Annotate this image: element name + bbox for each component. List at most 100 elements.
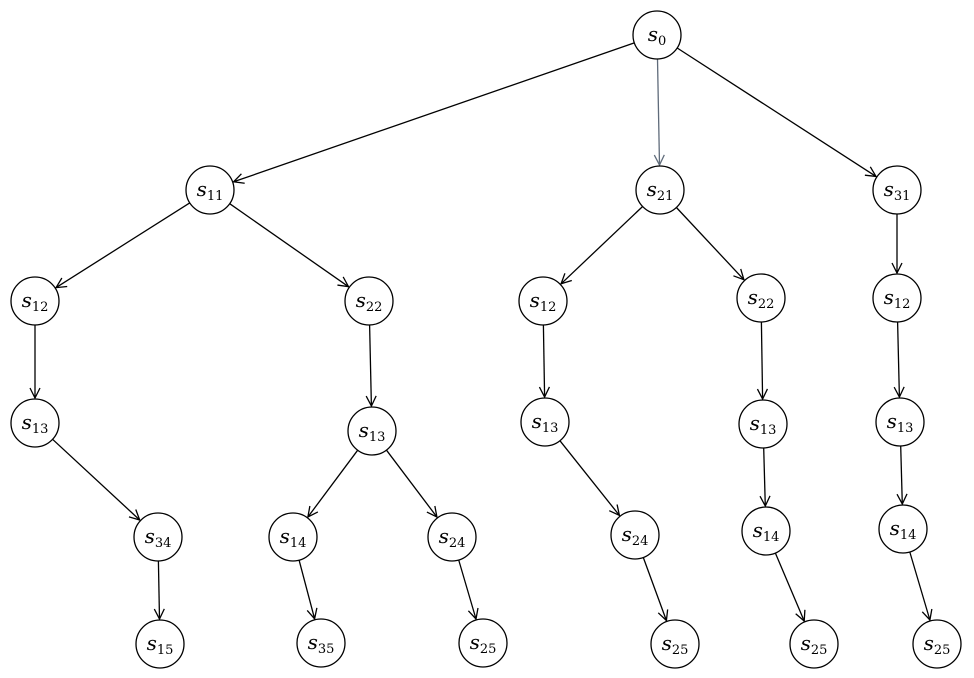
state-node: s11 [185, 165, 235, 215]
state-node-circle [872, 165, 922, 215]
state-node: s25 [912, 619, 962, 669]
state-node: s25 [650, 619, 700, 669]
state-node-label: s31 [884, 177, 911, 204]
state-node: s13 [347, 406, 397, 456]
state-node: s24 [427, 512, 477, 562]
state-node-subscript: 12 [894, 297, 911, 312]
state-node: s25 [458, 618, 508, 668]
state-node-base: s [753, 518, 763, 542]
state-node-label: s13 [750, 411, 777, 438]
state-node: s12 [872, 273, 922, 323]
state-node-base: s [890, 516, 900, 540]
state-node-label: s13 [22, 410, 49, 437]
state-node: s12 [518, 276, 568, 326]
state-node: s13 [738, 399, 788, 449]
state-node-subscript: 25 [672, 643, 689, 658]
edges-layer [35, 42, 930, 621]
state-node-label: s14 [753, 518, 780, 545]
state-node-circle [458, 618, 508, 668]
state-node-subscript: 22 [366, 300, 383, 315]
state-node-circle [872, 273, 922, 323]
state-node-label: s25 [801, 631, 828, 658]
state-node-base: s [145, 524, 155, 548]
edge-n8-n13 [898, 321, 900, 397]
edge-n17-n23 [642, 557, 666, 621]
state-node-circle [518, 276, 568, 326]
state-node-label: s25 [924, 631, 951, 658]
state-node-base: s [532, 409, 542, 433]
state-node-label: s11 [197, 177, 224, 204]
state-node: s24 [610, 510, 660, 560]
edge-n18-n24 [774, 552, 804, 621]
edge-n14-n20 [158, 560, 159, 619]
state-node: s25 [789, 619, 839, 669]
state-node-base: s [356, 288, 366, 312]
state-node-base: s [622, 522, 632, 546]
state-node-label: s13 [887, 409, 914, 436]
state-node-base: s [887, 409, 897, 433]
state-node-subscript: 24 [632, 534, 649, 549]
state-node-circle [296, 618, 346, 668]
state-node-subscript: 25 [934, 643, 951, 658]
state-node-circle [912, 619, 962, 669]
state-node-label: s12 [22, 288, 49, 315]
state-node-subscript: 0 [658, 34, 666, 49]
state-node-circle [520, 397, 570, 447]
state-node-subscript: 14 [763, 530, 780, 545]
state-node-base: s [648, 22, 658, 46]
state-node-circle [268, 512, 318, 562]
state-node: s22 [736, 273, 786, 323]
state-node-subscript: 25 [480, 642, 497, 657]
state-node-circle [427, 512, 477, 562]
state-node: s0 [632, 10, 682, 60]
state-node-base: s [801, 631, 811, 655]
edge-n2-n6 [561, 206, 644, 284]
state-node-subscript: 15 [157, 643, 174, 658]
edge-n10-n15 [308, 449, 359, 517]
state-node-circle [344, 276, 394, 326]
state-node-base: s [884, 285, 894, 309]
state-node: s22 [344, 276, 394, 326]
state-node-base: s [884, 177, 894, 201]
state-node: s12 [10, 276, 60, 326]
state-node-label: s25 [662, 631, 689, 658]
state-node: s31 [872, 165, 922, 215]
state-node-base: s [748, 285, 758, 309]
state-node-circle [610, 510, 660, 560]
state-node-label: s13 [532, 409, 559, 436]
state-node-base: s [197, 177, 207, 201]
state-node-base: s [359, 418, 369, 442]
state-node-circle [10, 398, 60, 448]
edge-n0-n2 [658, 58, 660, 165]
state-node-subscript: 13 [897, 421, 914, 436]
state-node: s21 [635, 165, 685, 215]
state-node-label: s25 [470, 630, 497, 657]
edge-n13-n19 [901, 445, 903, 504]
state-node: s14 [741, 506, 791, 556]
state-node-subscript: 34 [155, 536, 172, 551]
state-node-circle [133, 512, 183, 562]
state-node-circle [135, 619, 185, 669]
state-node-base: s [22, 410, 32, 434]
state-node-label: s22 [356, 288, 383, 315]
state-node-subscript: 14 [900, 528, 917, 543]
state-node-subscript: 35 [318, 642, 335, 657]
state-node-circle [632, 10, 682, 60]
state-node-circle [635, 165, 685, 215]
edge-n12-n18 [764, 447, 766, 506]
state-node-base: s [750, 411, 760, 435]
state-node-base: s [647, 177, 657, 201]
state-node: s34 [133, 512, 183, 562]
state-node-label: s15 [147, 631, 174, 658]
state-node-subscript: 25 [811, 643, 828, 658]
state-node: s14 [878, 504, 928, 554]
state-node-label: s22 [748, 285, 775, 312]
state-node-subscript: 12 [540, 300, 557, 315]
state-node-circle [789, 619, 839, 669]
state-node-subscript: 21 [657, 189, 674, 204]
edge-n9-n14 [52, 438, 140, 520]
state-node-label: s35 [308, 630, 335, 657]
edge-n11-n17 [559, 440, 619, 516]
